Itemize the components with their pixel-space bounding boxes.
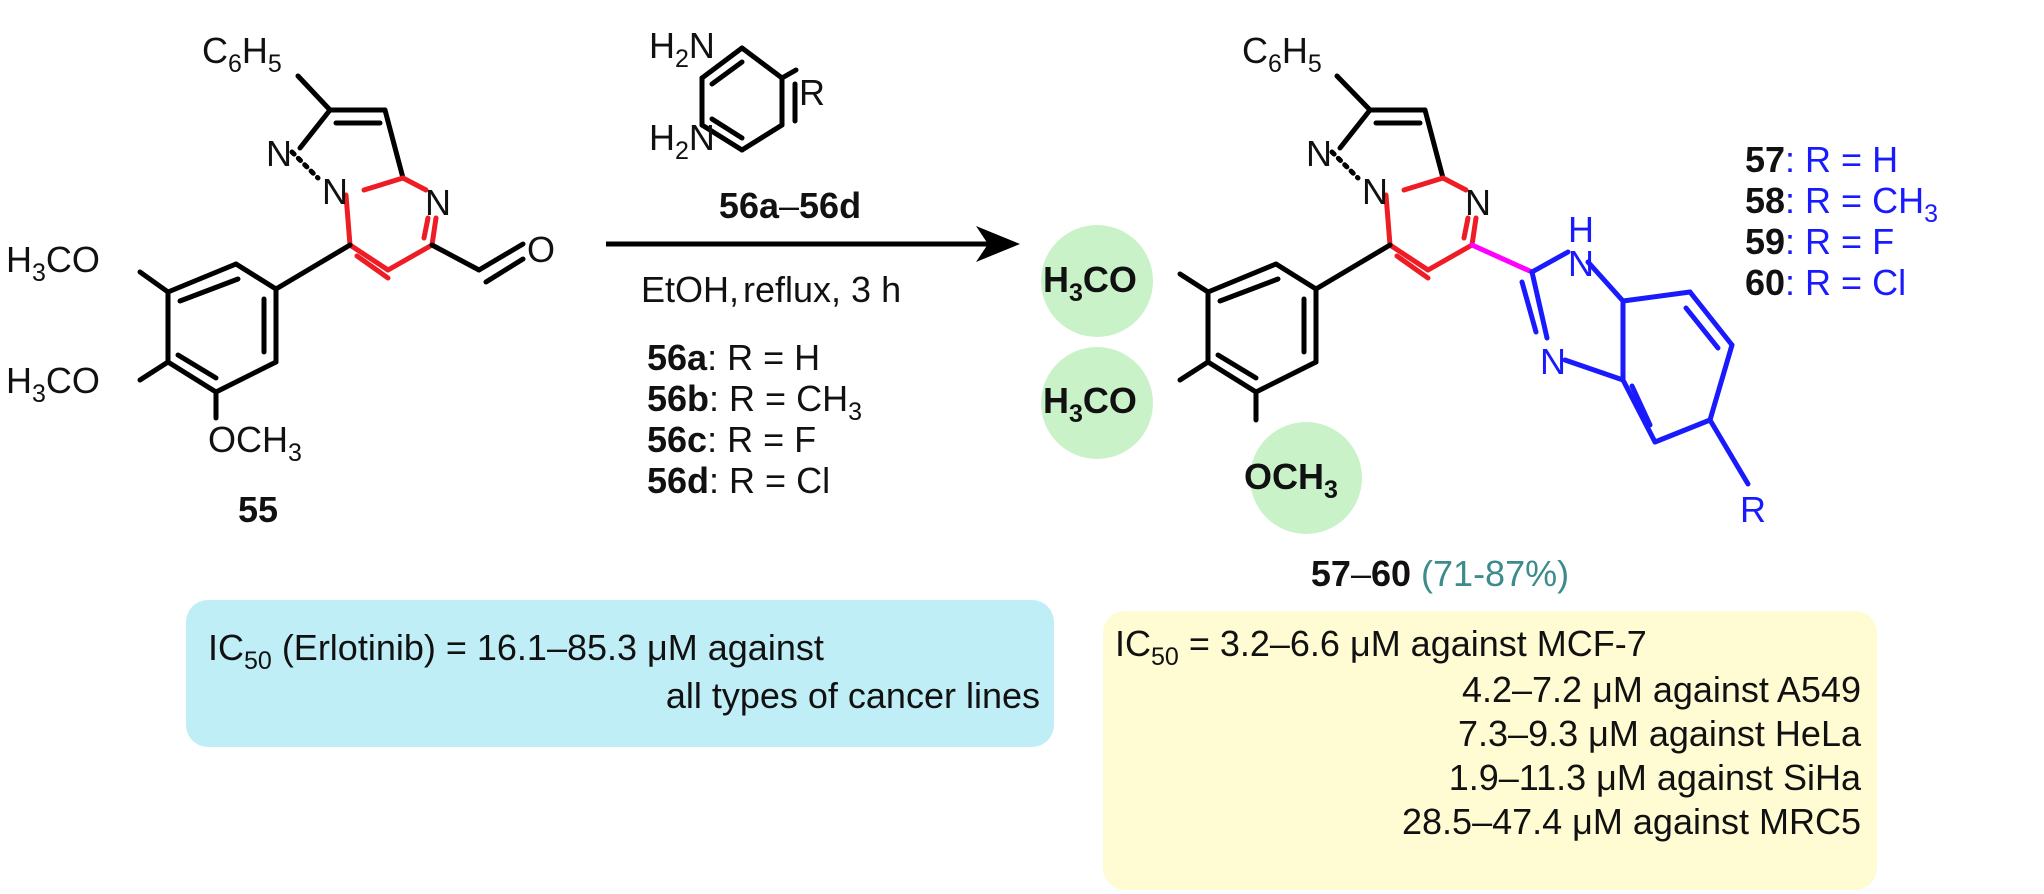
- c55-aldehyde-o: O: [527, 229, 555, 270]
- variant-id: 56d: [647, 460, 709, 501]
- c55-phenyl-label: C6H5: [202, 30, 282, 78]
- reagent-variant-56b: 56b: R = CH3: [647, 378, 862, 426]
- product-variant-58: 58: R = CH3: [1745, 180, 1938, 228]
- variant-subscript: 3: [848, 398, 862, 426]
- product-variant-57: 57: R = H: [1745, 139, 1898, 180]
- reagent-variant-56c: 56c: R = F: [647, 419, 816, 460]
- ic50-line-text: 7.3–9.3 μM against HeLa: [1458, 713, 1862, 754]
- product-methoxy-bottom: OCH3: [1244, 456, 1338, 504]
- products-ic50-line-1: IC50 = 3.2–6.6 μM against MCF-7: [1115, 623, 1647, 671]
- reaction-arrowhead: [976, 226, 1020, 262]
- reagent-variant-56a: 56a: R = H: [647, 337, 820, 378]
- c55-methoxy-mid: H3CO: [6, 360, 100, 408]
- erlotinib-box: [186, 600, 1054, 747]
- variant-subscript: 3: [1924, 200, 1938, 228]
- variant-substituent: : R = H: [707, 337, 820, 378]
- products-ic50-line-2: 4.2–7.2 μM against A549: [1462, 669, 1861, 710]
- methoxy-highlight-mid: [1041, 347, 1153, 459]
- compound-55-skeleton: [137, 73, 526, 421]
- variant-substituent: : R = CH: [709, 378, 848, 419]
- products-ic50-text: IC50 = 3.2–6.6 μM against MCF-7 4.2–7.2 …: [1115, 623, 1862, 842]
- variant-substituent: : R = Cl: [709, 460, 830, 501]
- reagent-56-skeleton: [699, 45, 799, 153]
- product-n-bridge: N: [1362, 171, 1388, 212]
- c55-methoxy-top: H3CO: [6, 239, 100, 287]
- c55-methoxy-bottom: OCH3: [208, 419, 302, 467]
- product-n-pyrimidine: N: [1465, 182, 1491, 223]
- product-methoxy-top: H3CO: [1043, 259, 1137, 307]
- reagent-labels: H2N H2N R 56a–56d EtOH,reflux, 3 h 56a: …: [641, 25, 901, 501]
- product-n-imidazole-bottom: N: [1540, 341, 1566, 382]
- variant-id: 56b: [647, 378, 709, 419]
- product-range-yield: 57–60(71-87%): [1311, 553, 1569, 594]
- c55-n-bridge: N: [322, 171, 348, 212]
- variant-id: 56a: [647, 337, 708, 378]
- product-variant-60: 60: R = Cl: [1745, 262, 1906, 303]
- product-skeleton: [1177, 73, 1751, 487]
- reagent-variant-56d: 56d: R = Cl: [647, 460, 830, 501]
- products-ic50-line-5: 28.5–47.4 μM against MRC5: [1402, 801, 1861, 842]
- compound-55-labels: C6H5 N N N O H3CO H3CO OCH3 55: [6, 30, 555, 530]
- c55-number: 55: [238, 489, 278, 530]
- product-methoxy-mid: H3CO: [1043, 380, 1137, 428]
- variant-id: 58: [1745, 180, 1785, 221]
- methoxy-highlight-top: [1041, 225, 1153, 337]
- reagent-amine-bottom: H2N: [649, 117, 715, 165]
- product-n-pyrazole: N: [1306, 133, 1332, 174]
- c55-n-pyrazole: N: [266, 133, 292, 174]
- product-n-imidazole-top: N: [1568, 243, 1594, 284]
- methoxy-highlight-bottom: [1250, 422, 1362, 534]
- variant-substituent: : R = CH: [1785, 180, 1924, 221]
- variant-id: 59: [1745, 221, 1785, 262]
- products-ic50-line-3: 7.3–9.3 μM against HeLa: [1458, 713, 1862, 754]
- variant-substituent: : R = F: [707, 419, 816, 460]
- erlotinib-line-1: IC50 (Erlotinib) = 16.1–85.3 μM against: [208, 627, 824, 675]
- variant-substituent: : R = Cl: [1785, 262, 1906, 303]
- erlotinib-line-2: all types of cancer lines: [666, 675, 1040, 716]
- variant-id: 57: [1745, 139, 1785, 180]
- reagent-r-label: R: [799, 72, 825, 113]
- ic50-line-text: 28.5–47.4 μM against MRC5: [1402, 801, 1861, 842]
- c55-n-pyrimidine: N: [425, 182, 451, 223]
- product-nh-h: H: [1568, 209, 1594, 250]
- reaction-conditions: EtOH,reflux, 3 h: [641, 269, 901, 310]
- ic50-line-text: 1.9–11.3 μM against SiHa: [1449, 757, 1862, 798]
- products-ic50-line-4: 1.9–11.3 μM against SiHa: [1449, 757, 1862, 798]
- variant-id: 60: [1745, 262, 1785, 303]
- reagent-amine-top: H2N: [649, 25, 715, 73]
- product-r-label: R: [1740, 489, 1766, 530]
- erlotinib-ic50-text: IC50 (Erlotinib) = 16.1–85.3 μM against …: [208, 627, 1040, 716]
- product-phenyl-label: C6H5: [1242, 30, 1322, 78]
- product-variant-59: 59: R = F: [1745, 221, 1894, 262]
- variant-substituent: : R = H: [1785, 139, 1898, 180]
- product-labels: C6H5 N N N H N N R H3CO H3CO OCH3 57–60(…: [1043, 30, 1938, 594]
- variant-substituent: : R = F: [1785, 221, 1894, 262]
- reagent-range: 56a–56d: [719, 185, 861, 226]
- ic50-line-text: 4.2–7.2 μM against A549: [1462, 669, 1861, 710]
- products-ic50-box: [1103, 611, 1877, 890]
- variant-id: 56c: [647, 419, 707, 460]
